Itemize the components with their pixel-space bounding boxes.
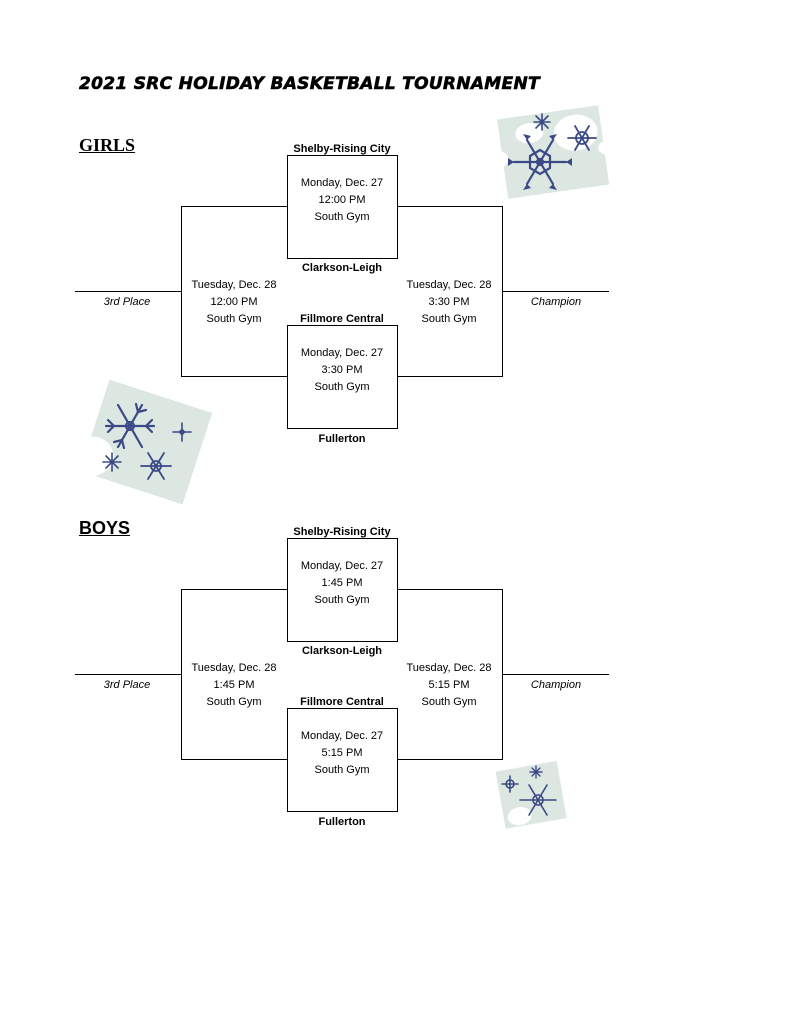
game-time: 3:30 PM <box>321 364 363 376</box>
game-day: Monday, Dec. 27 <box>300 560 384 572</box>
section-heading-girls: GIRLS <box>79 135 136 155</box>
bracket-line <box>397 589 503 590</box>
bracket-line <box>397 759 503 760</box>
game-venue: South Gym <box>206 313 262 325</box>
champion-label: Champion <box>530 296 582 308</box>
snowflake-icon <box>495 760 567 829</box>
page-title: 2021 SRC HOLIDAY BASKETBALL TOURNAMENT <box>79 74 540 95</box>
bracket-line <box>397 376 503 377</box>
bracket-girls: Shelby-Rising City Monday, Dec. 27 12:00… <box>0 140 791 450</box>
game-box-1 <box>287 155 398 259</box>
game-venue: South Gym <box>314 594 370 606</box>
team-slot-2: Clarkson-Leigh <box>301 262 383 274</box>
game-day: Monday, Dec. 27 <box>300 730 384 742</box>
team-slot-2: Clarkson-Leigh <box>301 645 383 657</box>
bracket-line <box>181 206 287 207</box>
game-day: Tuesday, Dec. 28 <box>406 279 492 291</box>
team-slot-1: Shelby-Rising City <box>293 143 391 155</box>
game-venue: South Gym <box>206 696 262 708</box>
game-box-2 <box>287 325 398 429</box>
snowflake-icon <box>79 379 213 505</box>
game-time: 3:30 PM <box>428 296 470 308</box>
snowflake-icon <box>497 105 610 199</box>
game-info-1: Monday, Dec. 27 1:45 PM South Gym <box>287 558 397 609</box>
game-info-2: Monday, Dec. 27 3:30 PM South Gym <box>287 345 397 396</box>
team-slot-3: Fillmore Central <box>300 313 384 325</box>
bracket-line <box>502 674 609 675</box>
section-heading-boys: BOYS <box>79 518 131 538</box>
bracket-line <box>502 291 609 292</box>
third-place-label: 3rd Place <box>103 679 151 691</box>
game-time: 1:45 PM <box>321 577 363 589</box>
bracket-line <box>181 376 287 377</box>
team-slot-3: Fillmore Central <box>300 696 384 708</box>
bracket-line <box>181 759 287 760</box>
game-time: 12:00 PM <box>318 194 366 206</box>
game-box-2 <box>287 708 398 812</box>
final-info: Tuesday, Dec. 28 3:30 PM South Gym <box>394 277 504 328</box>
game-venue: South Gym <box>421 313 477 325</box>
game-day: Tuesday, Dec. 28 <box>191 662 277 674</box>
game-day: Monday, Dec. 27 <box>300 347 384 359</box>
bracket-line <box>75 291 182 292</box>
game-venue: South Gym <box>314 381 370 393</box>
game-info-1: Monday, Dec. 27 12:00 PM South Gym <box>287 175 397 226</box>
game-time: 5:15 PM <box>321 747 363 759</box>
team-slot-4: Fullerton <box>318 816 366 828</box>
game-venue: South Gym <box>314 764 370 776</box>
third-place-label: 3rd Place <box>103 296 151 308</box>
game-time: 12:00 PM <box>210 296 258 308</box>
team-slot-4: Fullerton <box>318 433 366 445</box>
game-day: Monday, Dec. 27 <box>300 177 384 189</box>
consolation-info: Tuesday, Dec. 28 12:00 PM South Gym <box>179 277 289 328</box>
game-time: 5:15 PM <box>428 679 470 691</box>
game-day: Tuesday, Dec. 28 <box>191 279 277 291</box>
game-box-1 <box>287 538 398 642</box>
final-info: Tuesday, Dec. 28 5:15 PM South Gym <box>394 660 504 711</box>
game-info-2: Monday, Dec. 27 5:15 PM South Gym <box>287 728 397 779</box>
bracket-line <box>181 589 287 590</box>
game-day: Tuesday, Dec. 28 <box>406 662 492 674</box>
game-venue: South Gym <box>421 696 477 708</box>
bracket-line <box>75 674 182 675</box>
bracket-boys: Shelby-Rising City Monday, Dec. 27 1:45 … <box>0 523 791 833</box>
bracket-line <box>397 206 503 207</box>
game-venue: South Gym <box>314 211 370 223</box>
team-slot-1: Shelby-Rising City <box>293 526 391 538</box>
game-time: 1:45 PM <box>213 679 255 691</box>
champion-label: Champion <box>530 679 582 691</box>
consolation-info: Tuesday, Dec. 28 1:45 PM South Gym <box>179 660 289 711</box>
